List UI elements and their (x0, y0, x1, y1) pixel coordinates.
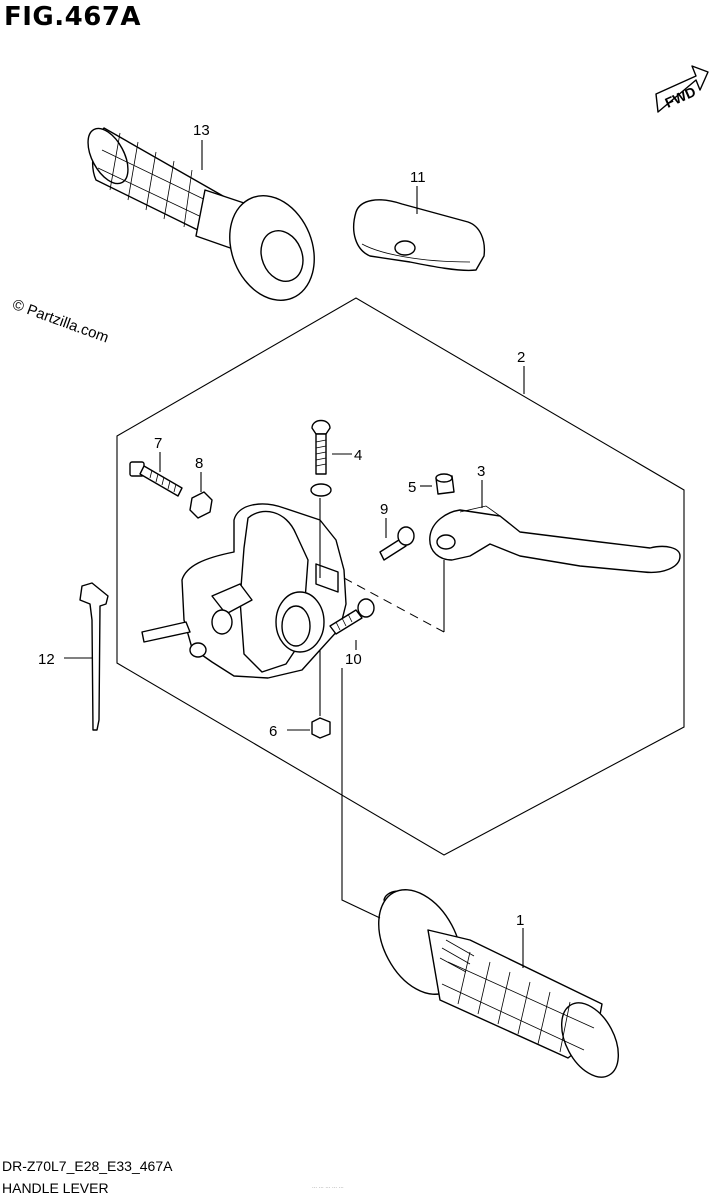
leader-lines (64, 140, 525, 968)
lever-cover-part-11 (352, 199, 486, 272)
diagram-caption: HANDLE LEVER (2, 1180, 109, 1196)
callout-10: 10 (345, 651, 362, 668)
nut-part-6 (311, 717, 331, 739)
callout-12: 12 (38, 651, 55, 668)
faint-footer-note: ... ... ... ... ... (312, 1184, 344, 1190)
callout-2: 2 (517, 349, 525, 366)
callout-1: 1 (516, 912, 524, 929)
callout-labels: 1 2 3 4 5 6 7 8 9 10 11 12 13 (38, 122, 525, 929)
throttle-grip-part-1 (378, 889, 620, 1078)
bolt-part-7 (129, 461, 183, 497)
lever-holder-assembly (141, 503, 347, 679)
figure-title: FIG.467A (4, 2, 142, 32)
callout-13: 13 (193, 122, 210, 139)
screw-part-4 (310, 419, 332, 497)
model-code: DR-Z70L7_E28_E33_467A (2, 1158, 173, 1174)
callout-3: 3 (477, 463, 485, 480)
callout-11: 11 (410, 169, 426, 186)
cable-stub (141, 621, 191, 643)
callout-6: 6 (269, 723, 277, 740)
callout-9: 9 (380, 501, 388, 518)
callout-4: 4 (354, 447, 362, 464)
dashed-relation-line (343, 577, 445, 633)
callout-7: 7 (154, 435, 162, 452)
callout-8: 8 (195, 455, 203, 472)
bolt-part-9 (379, 526, 415, 561)
collar-part-5 (435, 473, 455, 495)
fwd-label: FWD (662, 83, 698, 111)
bolt-part-10 (329, 598, 375, 635)
nut-part-8 (189, 491, 213, 519)
assembly-boundary-outline (116, 297, 685, 856)
forward-arrow-icon: FWD (655, 65, 709, 113)
washer (310, 483, 332, 497)
left-grip-part-13 (87, 127, 315, 301)
callout-5: 5 (408, 479, 416, 496)
clutch-lever-part-3 (429, 505, 681, 574)
cable-tie-part-12 (79, 582, 109, 731)
